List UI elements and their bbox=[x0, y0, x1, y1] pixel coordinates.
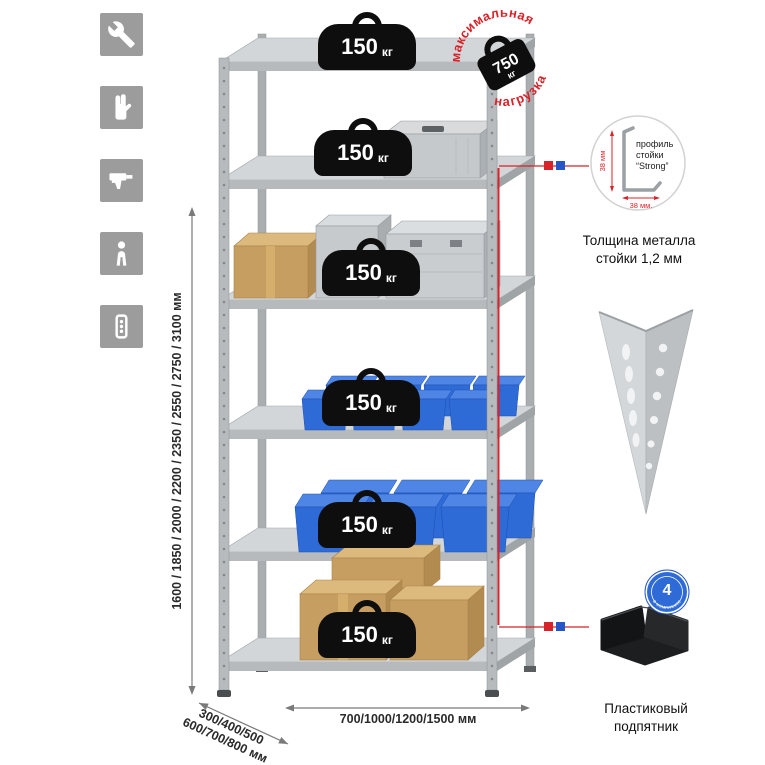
red-marker-square bbox=[544, 622, 553, 631]
profile-shape bbox=[622, 126, 662, 192]
shelf-load-value: 150 bbox=[345, 260, 382, 285]
profile-caption-line1: Толщина металла bbox=[582, 233, 696, 248]
wrench-icon bbox=[100, 13, 143, 56]
shelf-load-unit: кг bbox=[381, 522, 393, 537]
person-icon bbox=[100, 232, 143, 275]
weight-handle-icon bbox=[352, 490, 382, 507]
profile-label-3: “Strong” bbox=[636, 161, 669, 171]
profile-dim-bottom: 38 мм. bbox=[630, 201, 653, 210]
height-dimension-label: 1600 / 1850 / 2000 / 2200 / 2350 / 2550 … bbox=[170, 292, 184, 610]
plastic-foot-image bbox=[600, 605, 689, 666]
weight-handle-icon bbox=[352, 12, 382, 29]
shelf-load-unit: кг bbox=[385, 270, 397, 285]
callout-connectors bbox=[497, 161, 589, 631]
kit-count-value: 4 bbox=[663, 582, 672, 599]
shelf-load-value: 150 bbox=[341, 34, 378, 59]
dimension-lines bbox=[188, 207, 530, 745]
width-dimension-label: 700/1000/1200/1500 мм bbox=[339, 712, 477, 726]
shelf-load-unit: кг bbox=[381, 44, 393, 59]
shelf-load-value: 150 bbox=[337, 140, 374, 165]
shelf-load-value: 150 bbox=[345, 390, 382, 415]
stamp-weight-handle-icon bbox=[484, 35, 511, 57]
rack-front-posts bbox=[217, 57, 499, 697]
shelf-load-badge: 150 кг bbox=[322, 238, 420, 296]
profile-caption: Толщина металла стойки 1,2 мм bbox=[549, 232, 729, 268]
shelf-load-unit: кг bbox=[377, 150, 389, 165]
profile-label-1: профиль bbox=[636, 139, 674, 149]
perforated-profile-icon bbox=[100, 305, 143, 348]
shelf-load-badge: 150 кг bbox=[318, 12, 416, 70]
red-marker-square bbox=[544, 161, 553, 170]
shelf-load-unit: кг bbox=[381, 632, 393, 647]
foot-caption-line2: подпятник bbox=[613, 719, 679, 735]
profile-detail: 38 мм 38 мм. профиль стойки “Strong” bbox=[590, 115, 686, 211]
angle-post-image bbox=[598, 309, 694, 515]
kit-count-badge: 4 в комплекте bbox=[644, 569, 690, 615]
profile-dim-left: 38 мм bbox=[598, 151, 607, 172]
shelf-load-value: 150 bbox=[341, 512, 378, 537]
shelf-load-badge: 150 кг bbox=[322, 368, 420, 426]
shelf-load-badge: 150 кг bbox=[314, 118, 412, 176]
blue-marker-square bbox=[556, 622, 565, 631]
profile-label-2: стойки bbox=[636, 150, 664, 160]
drill-icon bbox=[100, 159, 143, 202]
profile-caption-line2: стойки 1,2 мм bbox=[595, 251, 683, 267]
blue-marker-square bbox=[556, 161, 565, 170]
weight-handle-icon bbox=[348, 118, 378, 135]
shelf-load-badge: 150 кг bbox=[318, 600, 416, 658]
weight-handle-icon bbox=[352, 600, 382, 617]
weight-handle-icon bbox=[356, 368, 386, 385]
foot-caption-line1: Пластиковый bbox=[604, 701, 688, 716]
rack-back-posts bbox=[256, 33, 536, 672]
shelf-load-unit: кг bbox=[385, 400, 397, 415]
weight-handle-icon bbox=[356, 238, 386, 255]
shelf-load-value: 150 bbox=[341, 622, 378, 647]
foot-caption: Пластиковый подпятник bbox=[556, 700, 736, 736]
stamp-weight-icon bbox=[477, 39, 536, 91]
shelf-load-badge: 150 кг bbox=[318, 490, 416, 548]
gloves-icon bbox=[100, 86, 143, 129]
